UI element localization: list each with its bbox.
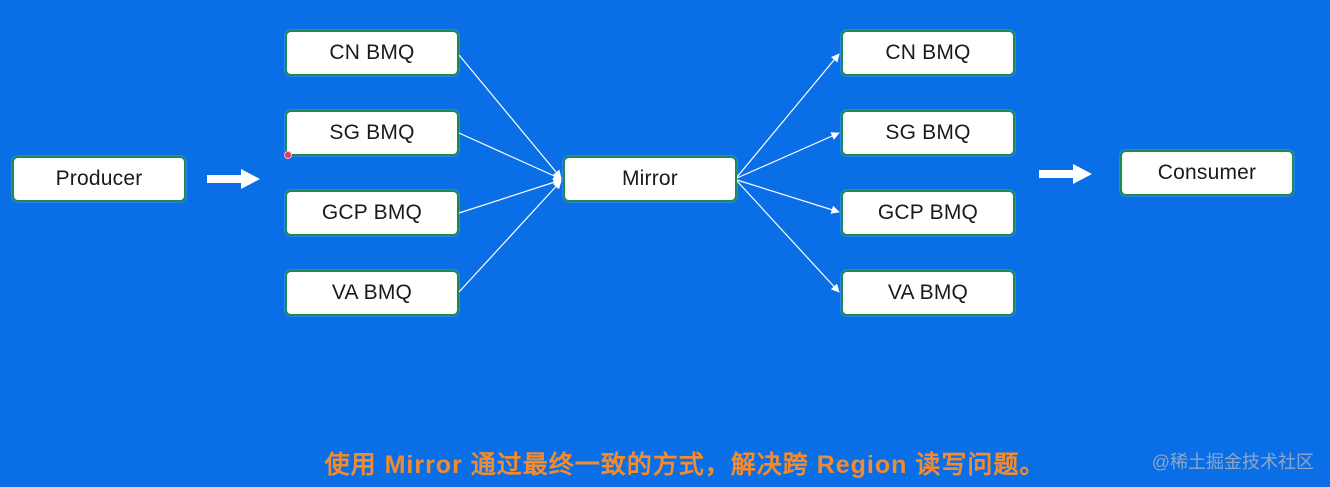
source-bmq-gcp: GCP BMQ <box>285 190 459 236</box>
target-bmq-va: VA BMQ <box>841 270 1015 316</box>
consumer-label: Consumer <box>1157 161 1257 184</box>
edge-mirror-to-cn <box>736 53 840 178</box>
edge-cn-to-mirror <box>458 54 562 179</box>
source-bmq-va: VA BMQ <box>285 270 459 316</box>
target-bmq-sg: SG BMQ <box>841 110 1015 156</box>
producer-to-bmq-arrow <box>207 169 260 189</box>
subtitle-caption: 使用 Mirror 通过最终一致的方式，解决跨 Region 读写问题。 <box>324 451 1046 479</box>
edge-mirror-to-sg <box>736 132 840 179</box>
edge-gcp-to-mirror <box>458 178 562 214</box>
pointer-dot <box>284 151 292 159</box>
mirror-node: Mirror <box>563 156 737 202</box>
target-bmq-sg-label: SG BMQ <box>885 121 971 144</box>
source-bmq-cn-label: CN BMQ <box>329 41 415 64</box>
bmq-to-consumer-arrow <box>1039 164 1092 184</box>
source-bmq-sg: SG BMQ <box>285 110 459 156</box>
watermark: @稀土掘金技术社区 <box>1151 452 1314 472</box>
target-bmq-gcp-label: GCP BMQ <box>877 201 979 224</box>
source-bmq-va-label: VA BMQ <box>331 281 413 304</box>
edge-va-to-mirror <box>458 180 562 293</box>
target-bmq-cn-label: CN BMQ <box>885 41 971 64</box>
producer-label: Producer <box>55 167 143 190</box>
mirror-label: Mirror <box>621 167 679 190</box>
source-bmq-cn: CN BMQ <box>285 30 459 76</box>
target-bmq-va-label: VA BMQ <box>887 281 969 304</box>
target-bmq-cn: CN BMQ <box>841 30 1015 76</box>
source-bmq-sg-label: SG BMQ <box>329 121 415 144</box>
consumer-node: Consumer <box>1120 150 1294 196</box>
edge-mirror-to-va <box>736 180 840 293</box>
producer-node: Producer <box>12 156 186 202</box>
target-bmq-gcp: GCP BMQ <box>841 190 1015 236</box>
source-bmq-gcp-label: GCP BMQ <box>321 201 423 224</box>
edge-mirror-to-gcp <box>736 179 840 214</box>
edge-sg-to-mirror <box>458 132 562 180</box>
